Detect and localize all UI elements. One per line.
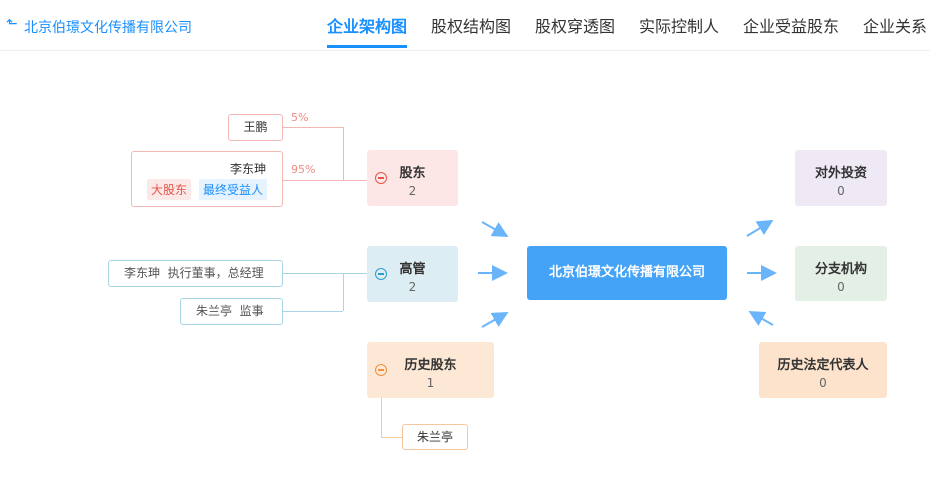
- executive-role: 监事: [239, 304, 264, 318]
- active-tab-indicator: [327, 45, 407, 48]
- shareholders-node[interactable]: 股东 2: [367, 150, 458, 206]
- arrow-icon: [481, 312, 509, 328]
- node-count: 2: [408, 280, 417, 294]
- node-title: 股东: [399, 166, 426, 181]
- node-count: 1: [426, 376, 435, 390]
- history-legal-rep-node[interactable]: 历史法定代表人 0: [759, 342, 887, 398]
- executive-role: 执行董事，总经理: [167, 266, 264, 280]
- back-arrow-icon[interactable]: ⬑: [6, 16, 18, 32]
- tab-equity-structure[interactable]: 股权结构图: [431, 17, 512, 36]
- arrow-icon: [748, 311, 774, 326]
- shareholder-name: 李东珅: [229, 162, 266, 176]
- node-count: 0: [837, 280, 845, 294]
- node-count: 0: [819, 376, 827, 390]
- node-count: 0: [837, 184, 845, 198]
- connector-line: [283, 273, 367, 274]
- company-link[interactable]: 北京伯璟文化传播有限公司: [24, 20, 192, 36]
- connector-line: [343, 127, 344, 180]
- tab-beneficiary[interactable]: 企业受益股东: [743, 17, 840, 36]
- history-shareholders-node[interactable]: 历史股东 1: [367, 342, 494, 398]
- tab-actual-controller[interactable]: 实际控制人: [639, 17, 720, 36]
- executive-name: 朱兰亭: [196, 304, 233, 318]
- collapse-icon[interactable]: [375, 268, 387, 280]
- share-percent: 5%: [291, 111, 309, 124]
- branches-node[interactable]: 分支机构 0: [795, 246, 887, 301]
- collapse-icon[interactable]: [375, 172, 387, 184]
- major-shareholder-tag: 大股东: [147, 179, 192, 200]
- tab-equity-penetration[interactable]: 股权穿透图: [535, 17, 616, 36]
- connector-line: [283, 127, 343, 128]
- shareholder-name: 朱兰亭: [416, 430, 453, 444]
- tab-relations[interactable]: 企业关系: [863, 17, 928, 36]
- ultimate-beneficiary-tag: 最终受益人: [199, 179, 268, 200]
- arrow-icon: [481, 221, 509, 237]
- node-title: 高管: [399, 262, 426, 277]
- history-shareholder-item[interactable]: 朱兰亭: [402, 424, 468, 450]
- header: ⬑ 北京伯璟文化传播有限公司 企业架构图 股权结构图 股权穿透图 实际控制人 企…: [0, 0, 930, 51]
- tab-org-chart[interactable]: 企业架构图: [327, 17, 408, 36]
- collapse-icon[interactable]: [375, 364, 387, 376]
- center-company-node[interactable]: 北京伯璟文化传播有限公司: [527, 246, 727, 300]
- node-count: 2: [408, 184, 417, 198]
- executive-name: 李东珅: [124, 266, 161, 280]
- shareholder-name: 王鹏: [243, 120, 268, 134]
- connector-line: [283, 180, 367, 181]
- node-title: 历史股东: [404, 358, 457, 373]
- shareholder-lidongshen[interactable]: 李东珅 大股东 最终受益人: [131, 151, 283, 207]
- executives-node[interactable]: 高管 2: [367, 246, 458, 302]
- node-title: 分支机构: [814, 262, 867, 277]
- executive-item[interactable]: 李东珅 执行董事，总经理: [108, 260, 283, 287]
- connector-line: [381, 398, 382, 437]
- executive-item[interactable]: 朱兰亭 监事: [180, 298, 283, 325]
- outbound-investment-node[interactable]: 对外投资 0: [795, 150, 887, 206]
- connector-line: [381, 437, 402, 438]
- connector-line: [343, 273, 344, 311]
- connector-line: [283, 311, 343, 312]
- arrow-icon: [746, 219, 774, 237]
- node-title: 历史法定代表人: [777, 358, 869, 373]
- shareholder-wangpeng[interactable]: 王鹏: [228, 114, 283, 141]
- node-title: 对外投资: [814, 166, 867, 181]
- share-percent: 95%: [291, 163, 316, 176]
